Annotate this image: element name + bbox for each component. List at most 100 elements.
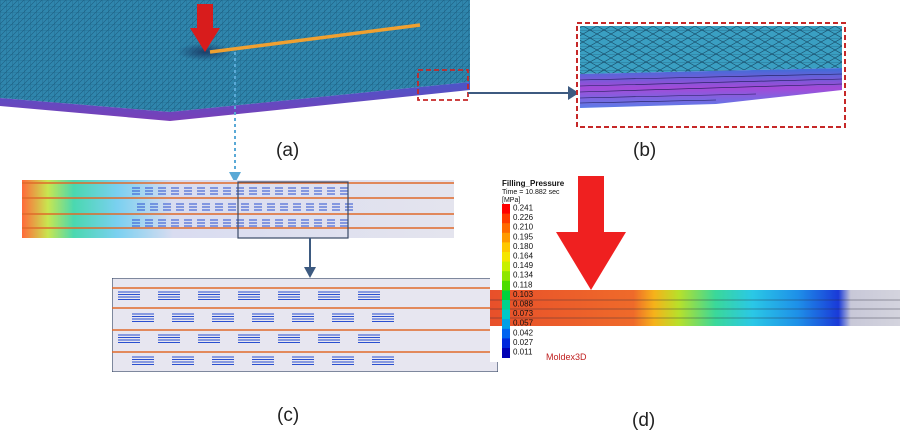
flow-mark-zoomed bbox=[318, 334, 340, 343]
flow-mark bbox=[241, 203, 249, 211]
flow-mark bbox=[171, 187, 179, 195]
brand-logo-text: Moldex3D bbox=[546, 352, 587, 362]
legend-swatch bbox=[502, 232, 510, 243]
flow-mark-zoomed bbox=[238, 334, 260, 343]
legend-value: 0.180 bbox=[513, 242, 534, 251]
flow-mark bbox=[249, 219, 257, 227]
result-title: Filling_Pressure bbox=[502, 179, 565, 188]
flow-mark bbox=[223, 187, 231, 195]
flow-mark bbox=[184, 219, 192, 227]
legend-value: 0.103 bbox=[513, 290, 534, 299]
flow-mark bbox=[228, 203, 236, 211]
callout-box-b bbox=[576, 22, 846, 128]
legend-value: 0.241 bbox=[513, 204, 534, 213]
panel-b-zoomed-mesh bbox=[576, 22, 846, 128]
legend-value: 0.042 bbox=[513, 328, 534, 337]
flow-mark bbox=[319, 203, 327, 211]
flow-mark bbox=[301, 219, 309, 227]
panel-c-zoomed-view bbox=[112, 278, 498, 372]
flow-mark-zoomed bbox=[238, 291, 260, 300]
legend-value: 0.210 bbox=[513, 223, 534, 232]
flow-mark bbox=[262, 187, 270, 195]
flow-mark bbox=[267, 203, 275, 211]
result-unit: [MPa] bbox=[502, 197, 520, 204]
flow-mark-zoomed bbox=[278, 291, 300, 300]
flow-mark bbox=[306, 203, 314, 211]
caption-d: (d) bbox=[632, 410, 656, 431]
legend-swatch bbox=[502, 252, 510, 262]
flow-mark-zoomed bbox=[132, 356, 154, 365]
flow-mark bbox=[132, 187, 140, 195]
legend-swatch bbox=[502, 338, 510, 349]
runner-line bbox=[209, 23, 421, 54]
flow-mark bbox=[293, 203, 301, 211]
legend-swatch bbox=[502, 242, 510, 253]
plate-top-surface bbox=[0, 0, 470, 112]
flow-mark bbox=[210, 187, 218, 195]
legend-swatch bbox=[502, 328, 510, 339]
flow-mark bbox=[171, 219, 179, 227]
flow-mark bbox=[145, 219, 153, 227]
flow-mark-zoomed bbox=[132, 313, 154, 322]
flow-mark-zoomed bbox=[372, 356, 394, 365]
legend-value: 0.226 bbox=[513, 213, 534, 222]
color-legend-bar bbox=[502, 204, 510, 358]
flow-mark bbox=[158, 187, 166, 195]
flow-mark bbox=[223, 219, 231, 227]
flow-mark-zoomed bbox=[358, 334, 380, 343]
flow-mark-group bbox=[132, 187, 353, 227]
legend-swatch bbox=[502, 348, 510, 358]
flow-mark bbox=[332, 203, 340, 211]
legend-value: 0.134 bbox=[513, 271, 534, 280]
legend-value: 0.073 bbox=[513, 309, 534, 318]
flow-mark bbox=[197, 187, 205, 195]
callout-arrow-a-to-b bbox=[468, 86, 579, 100]
legend-value: 0.195 bbox=[513, 232, 534, 241]
flow-mark-zoomed bbox=[332, 356, 354, 365]
panel-a-mesh-plate bbox=[0, 0, 470, 121]
flow-mark bbox=[314, 187, 322, 195]
flow-mark bbox=[189, 203, 197, 211]
caption-a: (a) bbox=[276, 140, 300, 161]
flow-mark-zoomed bbox=[198, 291, 220, 300]
flow-mark-zoomed bbox=[158, 291, 180, 300]
plate-side-face bbox=[0, 82, 470, 121]
flow-mark-zoomed bbox=[252, 356, 274, 365]
flow-mark-group-zoomed bbox=[118, 291, 394, 365]
flow-mark bbox=[236, 187, 244, 195]
flow-mark-zoomed bbox=[118, 334, 140, 343]
flow-mark bbox=[340, 187, 348, 195]
legend-value: 0.149 bbox=[513, 261, 534, 270]
flow-mark-zoomed bbox=[292, 356, 314, 365]
flow-mark bbox=[176, 203, 184, 211]
color-legend-labels: 0.2410.2260.2100.1950.1800.1640.1490.134… bbox=[513, 204, 534, 357]
flow-mark-zoomed bbox=[252, 313, 274, 322]
flow-mark bbox=[215, 203, 223, 211]
caption-b: (b) bbox=[633, 140, 657, 161]
flow-mark-zoomed bbox=[158, 334, 180, 343]
legend-value: 0.164 bbox=[513, 252, 534, 261]
flow-mark bbox=[345, 203, 353, 211]
flow-mark-zoomed bbox=[278, 334, 300, 343]
flow-mark bbox=[210, 219, 218, 227]
dotted-link-a-to-c bbox=[229, 52, 241, 183]
flow-mark-zoomed bbox=[292, 313, 314, 322]
panel-c-flow-strip bbox=[22, 180, 454, 239]
legend-value: 0.088 bbox=[513, 300, 534, 309]
zoom-box-c bbox=[237, 181, 349, 239]
gate-arrow-icon bbox=[556, 176, 626, 290]
flow-mark-zoomed bbox=[212, 356, 234, 365]
flow-mark bbox=[150, 203, 158, 211]
flow-mark bbox=[184, 187, 192, 195]
flow-mark-zoomed bbox=[172, 356, 194, 365]
legend-value: 0.027 bbox=[513, 338, 534, 347]
flow-mark bbox=[280, 203, 288, 211]
legend-value: 0.011 bbox=[513, 348, 533, 357]
flow-mark-zoomed bbox=[212, 313, 234, 322]
legend-swatch bbox=[502, 300, 510, 310]
legend-swatch bbox=[502, 261, 510, 272]
panel-d-filling-pressure: Filling_Pressure Time = 10.882 sec [MPa]… bbox=[490, 172, 900, 362]
flow-mark bbox=[145, 187, 153, 195]
flow-mark bbox=[340, 219, 348, 227]
flow-mark bbox=[197, 219, 205, 227]
